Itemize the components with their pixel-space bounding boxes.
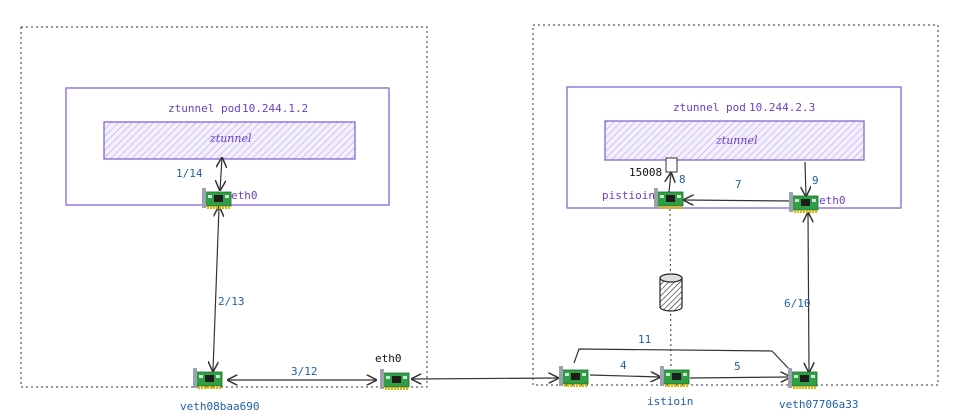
port-15008-label: 15008	[629, 166, 662, 179]
edge-1-14-line	[220, 158, 222, 190]
right-eth0-network-card-icon[interactable]	[788, 191, 819, 214]
pistioin-istioin-link	[669, 208, 672, 369]
istioin-network-card-icon[interactable]	[659, 365, 690, 388]
edge-6-10-line	[808, 213, 809, 372]
database-cylinder-icon	[659, 273, 683, 312]
host-eth0-label: eth0	[375, 352, 402, 365]
edge-8-line	[669, 173, 671, 193]
left-ztunnel-process[interactable]	[103, 121, 356, 160]
edge-6-10-label: 6/10	[784, 297, 811, 310]
right-pod-label: ztunnel pod	[673, 101, 746, 114]
edge-cross-node-line	[412, 378, 558, 379]
right-node-boundary	[532, 24, 939, 386]
left-node-boundary	[20, 26, 428, 388]
pistioin-label: pistioin	[602, 189, 655, 202]
port-square-icon[interactable]	[665, 157, 678, 173]
left-pod-ip: 10.244.1.2	[242, 102, 308, 115]
edge-4-label: 4	[620, 359, 627, 372]
left-eth0-label: eth0	[231, 189, 258, 202]
right-ztunnel-pod-box	[566, 86, 902, 209]
veth07706a33-network-card-icon[interactable]	[787, 367, 818, 390]
edge-7-label: 7	[735, 178, 742, 191]
edge-11-return-line	[771, 350, 791, 371]
right-eth0-label: eth0	[819, 194, 846, 207]
edge-8-label: 8	[679, 173, 686, 186]
edge-7-line	[684, 200, 791, 201]
left-ztunnel-process-label: ztunnel	[209, 132, 252, 145]
istioin-label: istioin	[647, 395, 693, 408]
right-ztunnel-process-label: ztunnel	[715, 134, 758, 147]
host-eth0-network-card-icon[interactable]	[379, 368, 410, 391]
edge-5-label: 5	[734, 360, 741, 373]
left-pod-label: ztunnel pod	[168, 102, 241, 115]
edge-9-line	[805, 161, 806, 196]
edge-3-12-label: 3/12	[291, 365, 318, 378]
edge-11-label: 11	[638, 333, 651, 346]
edge-1-14-label: 1/14	[176, 167, 203, 180]
edge-5-line	[689, 377, 790, 378]
edge-11-line	[573, 348, 773, 364]
edge-2-13-label: 2/13	[218, 295, 245, 308]
veth07706a33-label: veth07706a33	[779, 398, 858, 411]
veth08baa690-network-card-icon[interactable]	[192, 367, 223, 390]
inbound-network-card-icon[interactable]	[558, 365, 589, 388]
veth08baa690-label: veth08baa690	[180, 400, 259, 413]
right-ztunnel-process[interactable]	[604, 120, 865, 161]
edge-4-line	[589, 375, 660, 377]
edge-2-13-line	[213, 207, 219, 371]
right-pod-ip: 10.244.2.3	[749, 101, 815, 114]
edge-9-label: 9	[812, 174, 819, 187]
left-eth0-network-card-icon[interactable]	[201, 187, 232, 210]
